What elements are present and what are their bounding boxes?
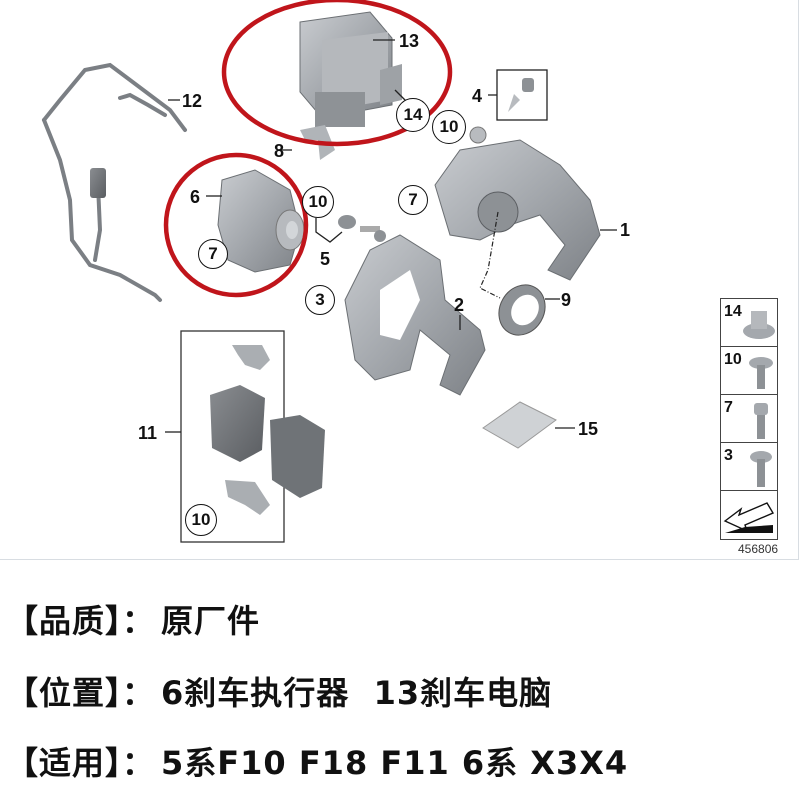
brake-control-module-shape: [299, 11, 402, 127]
callout-10-caliper: 10: [432, 110, 466, 144]
piston-seal-shape: [498, 284, 546, 336]
socket-head-screw-icon: [754, 403, 768, 439]
flange-screw-icon: [749, 357, 773, 389]
callout-8: 8: [274, 141, 285, 161]
legend-num: 14: [724, 303, 742, 320]
legend-num: 10: [724, 351, 742, 368]
callout-14: 14: [396, 98, 430, 132]
callout-2: 2: [454, 295, 465, 315]
legend-item-10: 10: [721, 347, 777, 395]
caliper-shape: [434, 126, 601, 281]
callout-5: 5: [320, 249, 331, 269]
part-number: 456806: [738, 542, 779, 556]
wear-sensor-cable: [42, 62, 187, 302]
callout-3: 3: [305, 285, 335, 315]
callout-4: 4: [472, 86, 483, 106]
legend-item-7: 7: [721, 395, 777, 443]
caption-value: 原厂件: [161, 602, 261, 640]
callout-11: 11: [138, 423, 158, 443]
callout-12: 12: [182, 91, 203, 111]
callout-15: 15: [578, 419, 599, 439]
caption-compatibility: 【适用】：5系F10 F18 F11 6系 X3X4: [6, 738, 628, 784]
callout-7-actuator: 7: [198, 239, 228, 269]
callout-9: 9: [561, 290, 572, 310]
caption-value: 6刹车执行器 13刹车电脑: [161, 674, 553, 712]
direction-arrow-icon: [723, 502, 775, 533]
parts-illustration: [42, 0, 617, 543]
caption-key: 【适用】：: [6, 744, 156, 782]
fastener-legend: 14 10 7 3: [720, 298, 778, 540]
callout-10-pads: 10: [185, 504, 217, 536]
caption-key: 【位置】：: [6, 674, 156, 712]
brake-actuator-shape: [217, 169, 305, 273]
caliper-carrier-shape: [344, 234, 486, 396]
callout-6: 6: [190, 187, 201, 207]
callout-1: 1: [620, 220, 631, 240]
legend-item-arrow: [721, 491, 777, 539]
highlight-ecu: [221, 0, 453, 147]
flange-nut-icon: [743, 311, 775, 339]
caption-key: 【品质】：: [6, 602, 156, 640]
caption-position: 【位置】：6刹车执行器 13刹车电脑: [6, 668, 552, 714]
highlight-actuator: [163, 152, 309, 298]
legend-item-3: 3: [721, 443, 777, 491]
legend-item-14: 14: [721, 299, 777, 347]
parts-diagram: 13 12 4 8 6 1 5 2 9 11 15 14 10 7 10 7 3…: [0, 0, 799, 560]
callout-13: 13: [399, 31, 420, 51]
caption-value: 5系F10 F18 F11 6系 X3X4: [161, 744, 629, 782]
hex-flange-bolt-icon: [750, 451, 772, 487]
callout-10-guide: 10: [302, 186, 334, 218]
callout-7-caliper: 7: [398, 185, 428, 215]
legend-num: 7: [724, 399, 733, 416]
caption-quality: 【品质】：原厂件: [6, 596, 260, 642]
legend-num: 3: [724, 447, 733, 464]
guide-bolt-shape: [338, 215, 386, 242]
